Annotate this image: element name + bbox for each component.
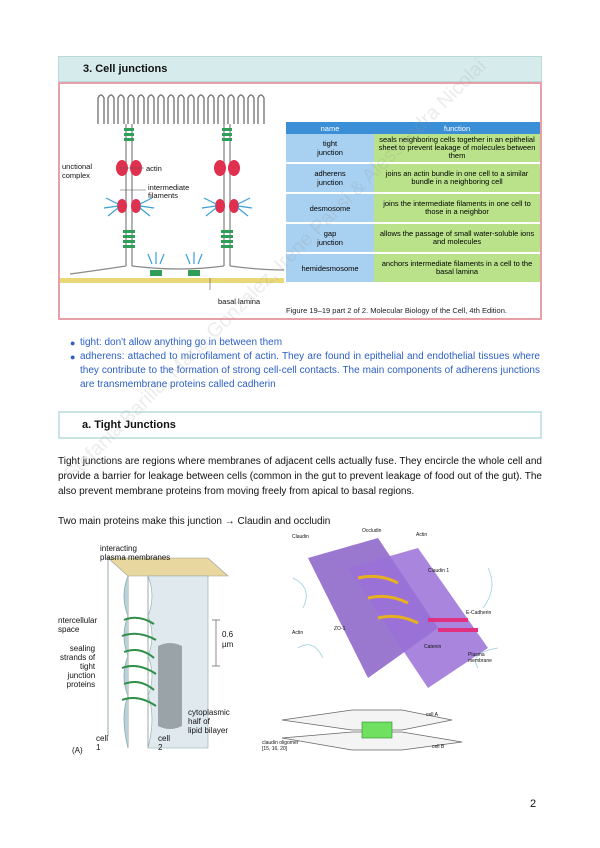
membrane-diagram bbox=[107, 557, 229, 749]
cell-a-label: cell A bbox=[426, 712, 438, 718]
interacting-membranes-label: interacting plasma membranes bbox=[100, 544, 171, 562]
table-cell: allows the passage of small water-solubl… bbox=[374, 223, 540, 254]
sealing-strands bbox=[121, 616, 157, 707]
intercellular-space-label: ntercellular space bbox=[58, 616, 98, 634]
page-number: 2 bbox=[530, 798, 537, 810]
proteins-paragraph: Two main proteins make this junction → C… bbox=[58, 516, 331, 527]
table-header-name: name bbox=[286, 122, 374, 134]
adherens-actin-marks bbox=[116, 160, 240, 213]
subsection-heading: a. Tight Junctions bbox=[58, 411, 542, 439]
leader-lines bbox=[120, 167, 211, 290]
figure-caption: Figure 19–19 part 2 of 2. Molecular Biol… bbox=[286, 306, 507, 315]
list-item: ● tight: don't allow anything go in betwe… bbox=[70, 336, 540, 350]
molecular-diagram bbox=[288, 528, 512, 692]
table-row: desmosome joins the intermediate filamen… bbox=[286, 193, 540, 224]
section-heading: 3. Cell junctions bbox=[58, 56, 542, 82]
claudin2-label: Claudin 1 bbox=[428, 568, 450, 574]
actin-top-label: Actin bbox=[416, 532, 428, 538]
bullet-text: adherens: attached to microfilament of a… bbox=[80, 351, 540, 390]
cell-sheets bbox=[281, 709, 463, 751]
table-cell: seals neighboring cells together in an e… bbox=[374, 134, 540, 164]
membrane-slab-right bbox=[348, 548, 488, 688]
figure2-leader-lines bbox=[212, 619, 220, 667]
ecadherin-label: E-Cadherin bbox=[466, 610, 492, 616]
gap-junction-marks bbox=[123, 230, 233, 248]
panel-label: (A) bbox=[72, 746, 83, 755]
table-cell: anchors intermediate filaments in a cell… bbox=[374, 253, 540, 284]
intermediate-filament-marks bbox=[103, 197, 253, 265]
cell-2-label: cell 2 bbox=[158, 734, 171, 752]
actin-label: actin bbox=[146, 164, 162, 173]
table-cell: tight junction bbox=[286, 134, 374, 164]
table-row: adherens junction joins an actin bundle … bbox=[286, 163, 540, 194]
claudin-oligomer-figure: claudin oligomer [15, 16, 20] cell A cel… bbox=[262, 700, 492, 762]
junction-function-table: name function tight junction seals neigh… bbox=[286, 122, 540, 284]
bullet-text: tight: don't allow anything go in betwee… bbox=[80, 337, 283, 348]
table-header-function: function bbox=[374, 122, 540, 134]
table-cell: adherens junction bbox=[286, 163, 374, 194]
cell-b-label: cell B bbox=[432, 744, 445, 750]
table-row: gap junction allows the passage of small… bbox=[286, 223, 540, 254]
cytoplasmic-half bbox=[158, 643, 182, 729]
subsection-title: a. Tight Junctions bbox=[82, 419, 176, 431]
bullet-icon: ● bbox=[70, 352, 76, 362]
occludin-strands bbox=[357, 574, 419, 625]
tight-junction-membrane-figure: interacting plasma membranes ntercellula… bbox=[58, 536, 248, 758]
hemidesmosome-marks bbox=[150, 270, 200, 276]
claudin-oligomer-mark bbox=[361, 721, 393, 739]
cell-1-label: cell 1 bbox=[96, 734, 109, 752]
table-cell: hemidesmosome bbox=[286, 253, 374, 284]
size-label: 0.6 µm bbox=[222, 630, 234, 649]
claudin-oligomer-label: claudin oligomer [15, 16, 20] bbox=[262, 740, 299, 752]
list-item: ● adherens: attached to microfilament of … bbox=[70, 350, 540, 392]
table-row: hemidesmosome anchors intermediate filam… bbox=[286, 253, 540, 284]
claudin-label: Claudin bbox=[292, 534, 309, 540]
junction-bullet-list: ● tight: don't allow anything go in betwe… bbox=[70, 336, 540, 392]
basal-lamina-label: basal lamina bbox=[218, 297, 261, 306]
actin-left-label: Actin bbox=[292, 630, 304, 636]
occludin-label: Occludin bbox=[362, 528, 382, 534]
table-row: tight junction seals neighboring cells t… bbox=[286, 134, 540, 164]
bullet-icon: ● bbox=[70, 338, 76, 348]
actin-fibers bbox=[292, 567, 499, 669]
membrane-top-surface bbox=[107, 557, 229, 577]
cadherin-marks bbox=[428, 618, 478, 632]
microvilli bbox=[97, 94, 265, 124]
table-cell: joins an actin bundle in one cell to a s… bbox=[374, 163, 540, 194]
cell-junctions-figure: unctional complex actin intermediate fil… bbox=[58, 82, 542, 320]
intermediate-filaments-label: intermediate filaments bbox=[148, 183, 190, 200]
table-cell: desmosome bbox=[286, 193, 374, 224]
sealing-strands-label: sealing strands of tight junction protei… bbox=[60, 644, 96, 689]
zo1-label: ZO-1 bbox=[334, 626, 346, 632]
oligomer-diagram bbox=[281, 709, 463, 751]
cytoplasmic-half-label: cytoplasmic half of lipid bilayer bbox=[188, 708, 230, 735]
table-cell: joins the intermediate filaments in one … bbox=[374, 193, 540, 224]
basal-lamina-band bbox=[60, 278, 284, 283]
catenin-label: Catenin bbox=[424, 644, 442, 650]
tight-junction-paragraph: Tight junctions are regions where membra… bbox=[58, 456, 542, 497]
molecular-junction-figure: Claudin Occludin Actin Claudin 1 E-Cadhe… bbox=[288, 528, 512, 692]
junctional-complex-label: unctional complex bbox=[62, 162, 93, 180]
plasma-membrane-label: Plasma membrane bbox=[468, 652, 492, 664]
table-cell: gap junction bbox=[286, 223, 374, 254]
tight-junction-marks bbox=[124, 128, 232, 141]
membrane-left bbox=[123, 575, 129, 749]
section-title: 3. Cell junctions bbox=[83, 63, 168, 75]
epithelial-cells-diagram bbox=[60, 94, 285, 290]
